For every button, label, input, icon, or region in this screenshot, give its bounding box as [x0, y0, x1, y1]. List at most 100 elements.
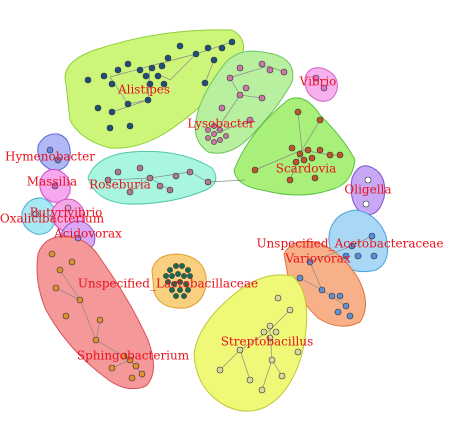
node: [51, 182, 59, 190]
node: [52, 284, 60, 292]
node: [364, 176, 372, 184]
node: [223, 133, 229, 139]
node: [288, 144, 296, 152]
node: [217, 137, 223, 143]
node: [173, 293, 179, 299]
node: [158, 62, 166, 70]
nodes-alistipes: [84, 38, 236, 132]
label-acidovorax: Acidovorax: [53, 227, 122, 241]
node: [296, 150, 304, 158]
node: [336, 151, 344, 159]
node: [68, 258, 76, 266]
nodes-butyrivibrio: [64, 204, 72, 212]
node: [138, 370, 146, 378]
edge: [254, 111, 340, 181]
node: [114, 66, 122, 74]
node: [258, 94, 266, 102]
node: [106, 124, 114, 132]
label-variovorax: Variovorax: [284, 252, 350, 266]
node: [126, 356, 134, 364]
node: [258, 60, 266, 68]
node: [211, 131, 217, 137]
node: [266, 334, 274, 342]
node: [187, 273, 193, 279]
node: [286, 176, 294, 184]
hull-vibrio: [304, 67, 338, 102]
node: [354, 252, 362, 260]
node: [226, 74, 234, 82]
node: [326, 151, 334, 159]
node: [176, 42, 184, 50]
node: [228, 38, 236, 46]
node: [205, 135, 211, 141]
node: [204, 178, 212, 186]
label-hymenobacter: Hymenobacter: [5, 150, 95, 164]
node: [246, 376, 254, 384]
node: [216, 366, 224, 374]
node: [146, 174, 154, 182]
nodes-oxalicibacterium: [32, 210, 40, 218]
node: [292, 158, 300, 166]
node: [56, 266, 64, 274]
node: [316, 116, 324, 124]
node: [126, 188, 134, 196]
node: [146, 80, 154, 88]
label-alistipes: Alistipes: [117, 83, 170, 97]
node: [201, 79, 209, 87]
node: [171, 281, 177, 287]
node: [336, 292, 344, 300]
node: [192, 50, 200, 58]
node: [348, 242, 356, 250]
node: [74, 234, 82, 242]
node: [100, 72, 108, 80]
node: [156, 182, 164, 190]
node: [136, 164, 144, 172]
node: [185, 287, 191, 293]
label-lysobacter: Lysobacter: [187, 117, 254, 131]
node: [186, 168, 194, 176]
cluster-labels: Alistipes Lysobacter Vibrio Scardovia Hy…: [0, 75, 444, 363]
node: [164, 54, 172, 62]
node: [172, 172, 180, 180]
node: [177, 287, 183, 293]
node: [211, 139, 217, 145]
node: [32, 210, 40, 218]
node: [211, 123, 217, 129]
node: [144, 96, 152, 104]
node: [108, 364, 116, 372]
node: [76, 296, 84, 304]
node: [268, 356, 276, 364]
node: [318, 286, 326, 294]
node: [258, 386, 266, 394]
hull-sphingobacterium: [36, 235, 154, 390]
node: [92, 336, 100, 344]
node: [128, 374, 136, 382]
node: [166, 186, 174, 194]
node: [286, 306, 294, 314]
node: [300, 156, 308, 164]
node: [181, 293, 187, 299]
node: [205, 127, 211, 133]
node: [278, 372, 286, 380]
nodes-variovorax: [296, 258, 354, 320]
hull-oligella: [350, 165, 386, 216]
edge: [213, 65, 285, 135]
nodes-scardovia: [251, 108, 344, 184]
node: [272, 328, 280, 336]
node: [183, 281, 189, 287]
node: [218, 104, 226, 112]
node: [294, 108, 302, 116]
node: [54, 156, 62, 164]
node: [160, 80, 168, 88]
node: [280, 68, 288, 76]
node: [342, 302, 350, 310]
node: [328, 292, 336, 300]
node: [179, 263, 185, 269]
label-acetobacteraceae: Unspecified_Acetobacteraceae: [256, 237, 443, 251]
node: [108, 108, 116, 116]
node: [316, 146, 324, 154]
node: [64, 204, 72, 212]
node: [96, 316, 104, 324]
node: [294, 348, 302, 356]
node: [370, 252, 378, 260]
